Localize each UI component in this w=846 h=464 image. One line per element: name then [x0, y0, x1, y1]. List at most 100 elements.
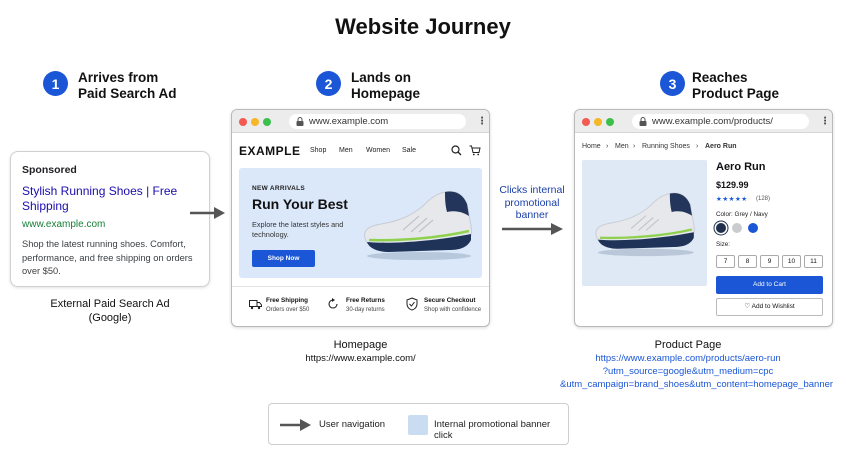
ad-headline-link[interactable]: Stylish Running Shoes | Free Shipping	[22, 184, 178, 213]
hero-title: Run Your Best	[252, 196, 348, 212]
product-page-url-line2: ?utm_source=google&utm_medium=cpc	[602, 366, 774, 377]
breadcrumb-separator-icon: ›	[633, 143, 636, 150]
product-image	[582, 160, 707, 286]
add-to-wishlist-label: Add to Wishlist	[751, 303, 795, 310]
homepage-caption-title: Homepage	[333, 339, 388, 351]
size-option-8[interactable]: 8	[738, 255, 757, 268]
shop-now-button[interactable]: Shop Now	[252, 250, 315, 267]
promotional-hero-banner[interactable]: NEW ARRIVALS Run Your Best Explore the l…	[239, 168, 482, 278]
color-swatch-navy[interactable]	[716, 223, 726, 233]
banner-click-label: Clicks internal promotional banner	[494, 184, 570, 222]
homepage-address-text: www.example.com	[309, 116, 389, 127]
maximize-dot-icon[interactable]	[606, 118, 614, 126]
feature-free-returns-subtitle: 30-day returns	[346, 307, 385, 313]
browser-menu-icon[interactable]: ⋮	[477, 116, 487, 127]
product-name: Aero Run	[716, 161, 766, 173]
product-address-text: www.example.com/products/	[652, 116, 773, 127]
product-browser-toolbar: www.example.com/products/ ⋮	[575, 110, 832, 133]
sponsored-label: Sponsored	[22, 164, 77, 176]
site-logo[interactable]: EXAMPLE	[239, 144, 301, 158]
nav-sale[interactable]: Sale	[402, 147, 417, 154]
breadcrumb-men[interactable]: Men	[615, 143, 629, 150]
navigation-arrow-2	[502, 223, 563, 235]
color-label: Color: Grey / Navy	[716, 211, 768, 218]
product-page-caption: Product Page https://www.example.com/pro…	[560, 338, 833, 391]
navigation-arrow-1	[190, 207, 225, 219]
step-1-title-line1: Arrives from	[78, 70, 159, 85]
banner-click-line2: promotional	[504, 196, 560, 209]
hero-kicker: NEW ARRIVALS	[252, 185, 306, 192]
breadcrumb-current: Aero Run	[705, 143, 737, 150]
legend-banner-swatch	[408, 415, 428, 435]
step-2-title: Lands on Homepage	[351, 70, 420, 102]
ad-caption: External Paid Search Ad (Google)	[10, 297, 210, 325]
legend-arrow-icon	[280, 419, 311, 431]
cart-icon[interactable]	[469, 145, 481, 156]
ad-description: Shop the latest running shoes. Comfort, …	[22, 239, 193, 276]
color-swatch-blue[interactable]	[748, 223, 758, 233]
legend-navigation-label: User navigation	[319, 419, 386, 430]
add-to-cart-button[interactable]: Add to Cart	[716, 276, 823, 294]
close-dot-icon[interactable]	[582, 118, 590, 126]
nav-shop[interactable]: Shop	[310, 147, 327, 154]
ad-display-url: www.example.com	[22, 219, 106, 230]
size-label: Size:	[716, 241, 730, 248]
step-1-badge: 1	[43, 71, 68, 96]
hero-subtitle: Explore the latest styles and technology…	[252, 220, 344, 239]
color-swatch-grey[interactable]	[732, 223, 742, 233]
feature-free-shipping-title: Free Shipping	[266, 297, 308, 304]
size-option-10[interactable]: 10	[782, 255, 801, 268]
size-option-9[interactable]: 9	[760, 255, 779, 268]
shield-check-icon	[406, 297, 418, 311]
step-3-title-line2: Product Page	[692, 86, 780, 101]
size-option-7[interactable]: 7	[716, 255, 735, 268]
step-1-title-line2: Paid Search Ad	[78, 86, 177, 101]
minimize-dot-icon[interactable]	[594, 118, 602, 126]
add-to-wishlist-button[interactable]: ♡ Add to Wishlist	[716, 298, 823, 316]
homepage-address-bar[interactable]: www.example.com	[289, 114, 466, 129]
review-count: (128)	[756, 196, 771, 202]
nav-women[interactable]: Women	[366, 147, 390, 154]
breadcrumb-separator-icon: ›	[696, 143, 699, 150]
feature-secure-checkout-subtitle: Shop with confidence	[424, 307, 482, 313]
running-shoe-image	[595, 192, 695, 257]
lock-icon	[296, 117, 304, 126]
step-3-badge: 3	[660, 71, 685, 96]
heart-icon: ♡	[744, 303, 752, 310]
homepage-browser-window: www.example.com ⋮ EXAMPLE Shop Men Women…	[231, 109, 490, 327]
product-address-bar[interactable]: www.example.com/products/	[632, 114, 809, 129]
step-3-title: Reaches Product Page	[692, 70, 779, 102]
breadcrumb-home[interactable]: Home	[582, 143, 601, 150]
product-page-browser-window: www.example.com/products/ ⋮ Home › Men ›…	[574, 109, 833, 327]
maximize-dot-icon[interactable]	[263, 118, 271, 126]
rating-stars-icon: ★★★★★	[716, 196, 748, 203]
size-option-11[interactable]: 11	[804, 255, 823, 268]
banner-click-line3: banner	[515, 209, 549, 221]
homepage-browser-toolbar: www.example.com ⋮	[232, 110, 489, 133]
ad-caption-line1: External Paid Search Ad	[50, 298, 170, 310]
step-2-title-line2: Homepage	[351, 86, 421, 101]
browser-menu-icon[interactable]: ⋮	[820, 116, 830, 127]
step-3-title-line1: Reaches	[692, 70, 748, 85]
feature-free-shipping-subtitle: Orders over $50	[266, 307, 310, 313]
product-page-url-line1: https://www.example.com/products/aero-ru…	[595, 353, 781, 364]
feature-secure-checkout-title: Secure Checkout	[424, 297, 476, 304]
feature-free-returns-title: Free Returns	[346, 297, 385, 304]
breadcrumb-separator-icon: ›	[606, 143, 609, 150]
nav-men[interactable]: Men	[339, 147, 353, 154]
product-price: $129.99	[716, 180, 749, 190]
search-icon[interactable]	[451, 145, 462, 156]
breadcrumb-running-shoes[interactable]: Running Shoes	[642, 143, 690, 150]
step-2-badge: 2	[316, 71, 341, 96]
running-shoe-image	[364, 191, 472, 260]
close-dot-icon[interactable]	[239, 118, 247, 126]
minimize-dot-icon[interactable]	[251, 118, 259, 126]
return-arrow-icon	[328, 298, 338, 309]
step-2-title-line1: Lands on	[351, 70, 411, 85]
truck-icon	[249, 300, 262, 310]
step-1-title: Arrives from Paid Search Ad	[78, 70, 177, 102]
search-ad-card[interactable]: Sponsored Stylish Running Shoes | Free S…	[10, 151, 210, 287]
diagram-title: Website Journey	[335, 14, 511, 39]
lock-icon	[639, 117, 647, 126]
legend-banner-label: Internal promotional banner click	[434, 419, 551, 441]
